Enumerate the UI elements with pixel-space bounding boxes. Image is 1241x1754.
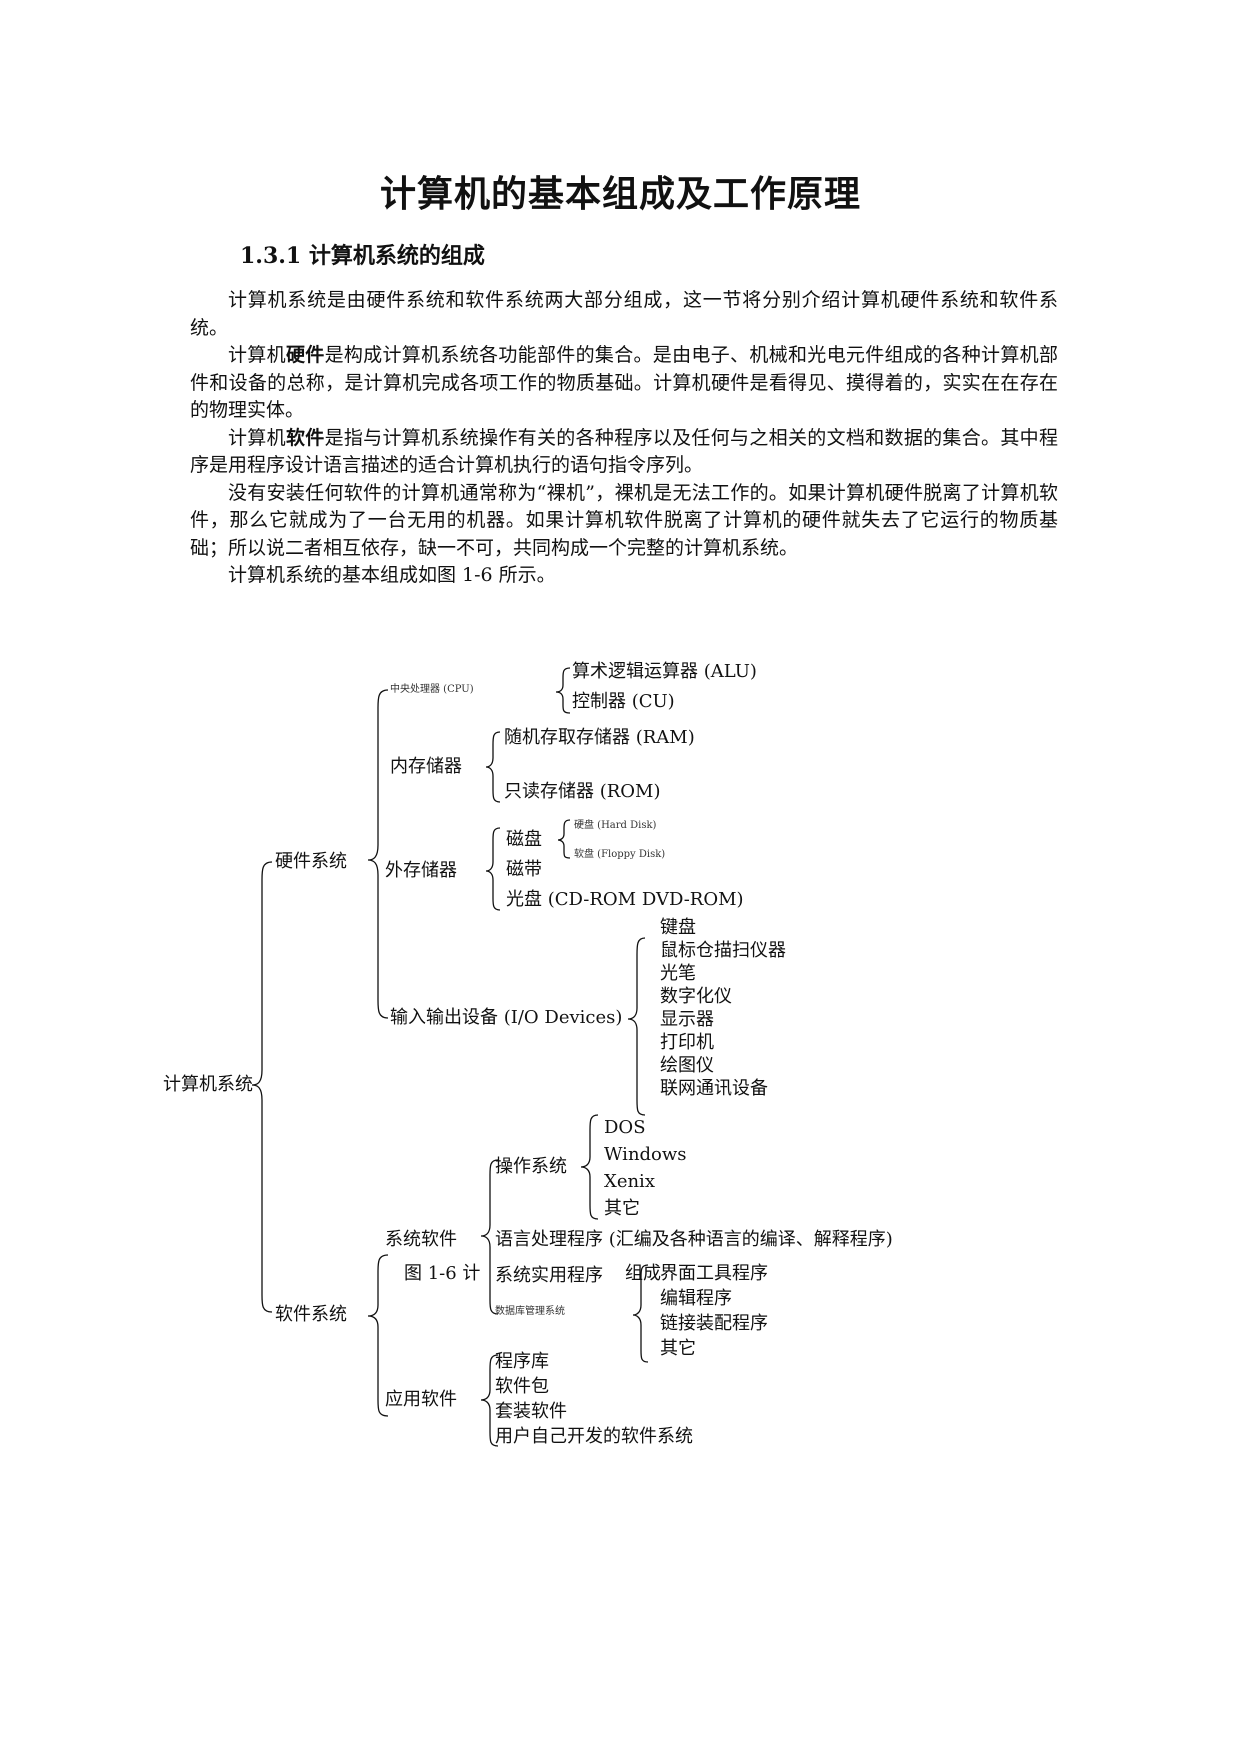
utility-item-editor: 编辑程序: [660, 1288, 732, 1309]
node-computer-system: 计算机系统: [163, 1074, 253, 1095]
node-language-processor: 语言处理程序 (汇编及各种语言的编译、解释程序): [495, 1229, 893, 1250]
brace-memory: [485, 731, 501, 803]
node-dbms: 数据库管理系统: [495, 1306, 565, 1317]
section-heading: 1.3.1 计算机系统的组成: [240, 243, 485, 269]
paragraph-2: 计算机硬件是构成计算机系统各功能部件的集合。是由电子、机械和光电元件组成的各种计…: [190, 342, 1058, 425]
brace-software: [367, 1254, 389, 1417]
node-ram: 随机存取存储器 (RAM): [504, 727, 695, 748]
os-item-windows: Windows: [604, 1144, 687, 1165]
io-item-display: 显示器: [660, 1009, 714, 1030]
utility-item-other: 其它: [660, 1338, 696, 1359]
body-text: 计算机系统是由硬件系统和软件系统两大部分组成，这一节将分别介绍计算机硬件系统和软…: [190, 287, 1058, 590]
node-io-devices: 输入输出设备 (I/O Devices): [390, 1007, 623, 1028]
paragraph-2-post: 是构成计算机系统各功能部件的集合。是由电子、机械和光电元件组成的各种计算机部件和…: [190, 344, 1058, 421]
brace-os: [580, 1114, 599, 1220]
node-cpu: 中央处理器 (CPU): [390, 684, 474, 695]
app-item-suite: 套装软件: [495, 1401, 567, 1422]
brace-root: [251, 861, 273, 1313]
document-title: 计算机的基本组成及工作原理: [379, 173, 861, 215]
paragraph-5: 计算机系统的基本组成如图 1-6 所示。: [228, 564, 556, 586]
node-tape: 磁带: [506, 859, 542, 880]
paragraph-4: 没有安装任何软件的计算机通常称为“裸机”，裸机是无法工作的。如果计算机硬件脱离了…: [190, 481, 1058, 559]
paragraph-3: 计算机软件是指与计算机系统操作有关的各种程序以及任何与之相关的文档和数据的集合。…: [190, 425, 1058, 480]
node-disk: 磁盘: [506, 829, 542, 850]
io-item-plotter: 绘图仪: [660, 1055, 714, 1076]
paragraph-3-pre: 计算机: [228, 426, 286, 449]
node-optical-disk: 光盘 (CD-ROM DVD-ROM): [506, 889, 744, 910]
os-item-other: 其它: [604, 1198, 640, 1219]
io-item-mouse-scanner: 鼠标仓描扫仪器: [660, 940, 786, 961]
paragraph-2-keyword: 硬件: [285, 344, 325, 366]
node-software-system: 软件系统: [275, 1304, 347, 1325]
io-item-light-pen: 光笔: [660, 963, 696, 984]
figure-caption-fragment-end: 组成: [625, 1263, 661, 1284]
io-item-printer: 打印机: [660, 1032, 714, 1053]
node-system-utilities: 系统实用程序: [495, 1265, 603, 1286]
node-internal-memory: 内存储器: [390, 756, 462, 777]
app-item-user-developed: 用户自己开发的软件系统: [495, 1426, 693, 1447]
node-cu: 控制器 (CU): [572, 691, 675, 712]
utility-item-linker: 链接装配程序: [660, 1313, 768, 1334]
brace-hardware: [367, 689, 389, 1019]
utility-item-ui-tools: 界面工具程序: [660, 1263, 768, 1284]
app-item-software-package: 软件包: [495, 1376, 549, 1397]
node-application-software: 应用软件: [385, 1389, 457, 1410]
io-item-network: 联网通讯设备: [660, 1078, 768, 1099]
node-rom: 只读存储器 (ROM): [504, 781, 661, 802]
os-item-dos: DOS: [604, 1117, 646, 1138]
paragraph-3-keyword: 软件: [285, 426, 325, 449]
node-external-memory: 外存储器: [385, 860, 457, 881]
paragraph-1: 计算机系统是由硬件系统和软件系统两大部分组成，这一节将分别介绍计算机硬件系统和软…: [190, 289, 1058, 339]
node-floppy-disk: 软盘 (Floppy Disk): [574, 849, 666, 860]
brace-cpu: [555, 667, 571, 714]
node-operating-system: 操作系统: [495, 1156, 567, 1177]
io-item-digitizer: 数字化仪: [660, 986, 732, 1007]
brace-io: [627, 937, 646, 1116]
node-system-software: 系统软件: [385, 1229, 457, 1250]
app-item-program-library: 程序库: [495, 1351, 549, 1372]
os-item-xenix: Xenix: [604, 1171, 655, 1192]
node-alu: 算术逻辑运算器 (ALU): [572, 661, 757, 682]
brace-disk: [557, 819, 571, 859]
brace-utility: [632, 1264, 649, 1363]
node-hard-disk: 硬盘 (Hard Disk): [574, 820, 657, 831]
brace-external: [485, 827, 501, 911]
figure-caption-fragment: 图 1-6 计: [404, 1263, 481, 1284]
node-hardware-system: 硬件系统: [275, 851, 347, 872]
brace-application: [480, 1354, 499, 1447]
io-item-keyboard: 键盘: [660, 917, 696, 938]
paragraph-3-post: 是指与计算机系统操作有关的各种程序以及任何与之相关的文档和数据的集合。其中程序是…: [190, 426, 1058, 477]
brace-system-software: [480, 1159, 499, 1315]
paragraph-2-pre: 计算机: [228, 344, 286, 366]
